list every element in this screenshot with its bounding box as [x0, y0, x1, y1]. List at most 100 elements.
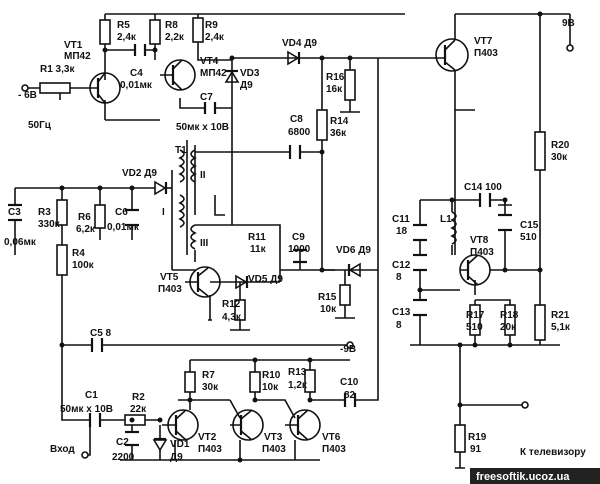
resistor-r12 — [234, 299, 246, 321]
label-r19: R19 — [468, 432, 487, 443]
label-r8-val: 2,2к — [165, 32, 185, 43]
capacitor-c7 — [203, 102, 217, 114]
resistor-r18 — [504, 304, 516, 336]
diode-vd1 — [152, 437, 168, 452]
label-r20-val: 30к — [551, 152, 568, 163]
label-vt8: VT8 — [470, 235, 489, 246]
label-c7-val: 50мк x 10В — [176, 122, 229, 133]
diode-vd4 — [287, 50, 301, 66]
capacitor-c2 — [125, 430, 139, 447]
label-c15: C15 — [520, 220, 539, 231]
label-r14: R14 — [330, 116, 349, 127]
label-to-tv: К телевизору — [520, 447, 586, 458]
label-vd1: VD1 — [170, 439, 190, 450]
label-r18-val: 20к — [500, 322, 517, 333]
label-winding-ii: II — [200, 170, 206, 181]
label-vt2: VT2 — [198, 432, 217, 443]
capacitor-c3 — [8, 203, 22, 222]
label-winding-i: I — [162, 207, 165, 218]
label-r7-val: 30к — [202, 382, 219, 393]
label-vt5: VT5 — [160, 272, 179, 283]
transformer-t1 — [178, 140, 197, 255]
label-vt7-type: П403 — [474, 48, 498, 59]
label-input: Вход — [50, 444, 75, 455]
label-vt4-type: МП42 — [200, 68, 227, 79]
resistor-r20 — [534, 131, 546, 171]
transistor-vt8 — [459, 254, 491, 286]
label-c5: C5 8 — [90, 328, 112, 339]
capacitor-c14 — [478, 193, 492, 207]
resistor-r6 — [94, 204, 106, 229]
label-minus9v: -9В — [340, 344, 356, 355]
label-r17: R17 — [466, 310, 485, 321]
label-r8: R8 — [165, 20, 178, 31]
label-r21: R21 — [551, 310, 570, 321]
label-c10-val: 82 — [344, 390, 356, 401]
resistor-r7 — [184, 371, 196, 393]
watermark-text: freesoftik.ucoz.ua — [476, 471, 570, 483]
capacitor-c4 — [133, 44, 147, 56]
resistor-r17 — [469, 304, 481, 336]
label-c6: C6 — [115, 207, 128, 218]
label-r14-val: 36к — [330, 128, 347, 139]
label-r7: R7 — [202, 370, 215, 381]
label-c14: C14 100 — [464, 182, 502, 193]
diode-vd2 — [154, 180, 168, 196]
label-r13: R13 — [288, 367, 307, 378]
label-vd4: VD4 Д9 — [282, 38, 317, 49]
label-c12-val: 8 — [396, 272, 402, 283]
label-c7: C7 — [200, 92, 213, 103]
label-r4: R4 — [72, 248, 85, 259]
resistor-r21 — [534, 304, 546, 341]
diode-vd3 — [224, 69, 240, 83]
capacitor-c11 — [413, 223, 427, 242]
label-c13-val: 8 — [396, 320, 402, 331]
capacitor-c10 — [343, 393, 357, 407]
capacitor-c8 — [288, 145, 302, 159]
resistor-r1 — [39, 82, 71, 94]
label-r12: R12 — [222, 299, 241, 310]
label-c10: C10 — [340, 377, 359, 388]
inductor-l1 — [450, 211, 457, 245]
label-r10-val: 10к — [262, 382, 279, 393]
label-r16: R16 — [326, 72, 345, 83]
label-vd3-type: Д9 — [240, 80, 253, 91]
label-vt6: VT6 — [322, 432, 341, 443]
resistor-r14 — [316, 109, 328, 141]
transistor-vt1 — [89, 72, 121, 104]
capacitor-c9 — [293, 248, 307, 264]
label-t1: T1 — [175, 145, 187, 156]
label-c3: C3 — [8, 207, 21, 218]
capacitor-c6 — [125, 208, 139, 227]
label-r12-val: 4,3к — [222, 312, 242, 323]
label-c4-val: 0,01мк — [120, 80, 153, 91]
diode-vd5 — [235, 274, 249, 290]
label-r15-val: 10к — [320, 304, 337, 315]
label-r13-val: 1,2к — [288, 380, 308, 391]
label-r2-val: 22к — [130, 404, 147, 415]
label-r19-val: 91 — [470, 444, 482, 455]
label-r11-val: 11к — [250, 244, 267, 255]
label-r15: R15 — [318, 292, 337, 303]
label-c2: C2 — [116, 437, 129, 448]
terminals — [21, 11, 574, 469]
label-vt7: VT7 — [474, 36, 493, 47]
resistor-r16 — [344, 69, 356, 101]
label-vt4: VT4 — [200, 56, 219, 67]
label-50hz: 50Гц — [28, 120, 52, 131]
resistor-r10 — [249, 371, 261, 393]
label-vd3: VD3 — [240, 68, 260, 79]
resistor-r2 — [124, 414, 146, 426]
label-r1: R1 3,3к — [40, 64, 75, 75]
resistor-r3 — [56, 199, 68, 226]
label-r2: R2 — [132, 392, 145, 403]
resistor-r15 — [339, 284, 351, 306]
label-c8: C8 — [290, 114, 303, 125]
transistor-vt2 — [162, 409, 199, 441]
label-c8-val: 6800 — [288, 127, 311, 138]
label-r5: R5 — [117, 20, 130, 31]
resistor-r9 — [192, 17, 204, 43]
label-r6: R6 — [78, 212, 91, 223]
label-r20: R20 — [551, 140, 570, 151]
